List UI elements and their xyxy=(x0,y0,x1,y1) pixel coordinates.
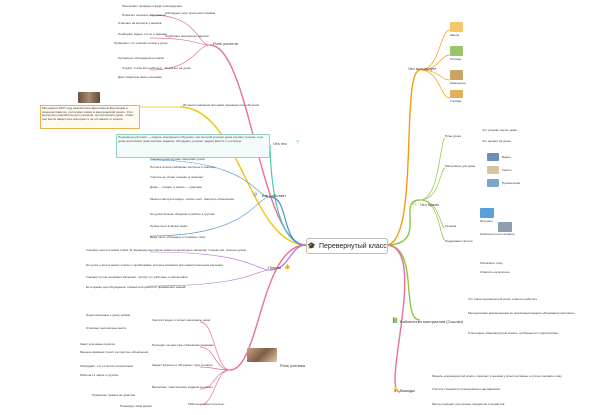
student-item[interactable]: Задаёт вопросы и обсуждает тему в классе xyxy=(152,363,213,367)
branch-how-it-works[interactable]: Как работает xyxy=(262,193,287,198)
teacher-leaf: Следит, чтобы все работали xyxy=(122,66,162,70)
student-leaf: Меньше времени тратит на простые объясне… xyxy=(80,350,149,354)
what-is-text: Перевернутый класс — модель смешанного о… xyxy=(116,134,270,158)
student-item[interactable]: Выполняет практические задания и решает xyxy=(152,385,213,389)
student-leaf: Работает в парах и группах xyxy=(80,373,119,377)
resource-label: Школа xyxy=(450,33,460,37)
requirement-leaf: Что ученики изучат дома xyxy=(482,128,517,132)
teacher-leaf: Подбирает видео, тесты и задания xyxy=(118,32,167,36)
texts-picture xyxy=(487,166,499,174)
resource-label: Учебник xyxy=(450,99,462,103)
branch-library[interactable]: Библиотека материалов (Ссылки) xyxy=(400,319,464,324)
mortarboard-icon: 🎓 xyxy=(307,243,316,250)
how-item: Дома — теория, в школе — практика xyxy=(150,185,202,189)
teacher-item[interactable]: Обсуждает тему простыми словами xyxy=(165,11,216,15)
how-item: Всем легче обсуждать и понимать тему xyxy=(150,235,206,239)
teachers-photo xyxy=(78,92,100,103)
pros-item: Есть время для обсуждения, совместной ра… xyxy=(86,285,187,289)
question-icon: ? xyxy=(296,140,299,146)
checklist-icon: ☑ xyxy=(412,201,417,207)
video-picture xyxy=(487,153,499,161)
student-leaf: Применяет знания на практике xyxy=(92,393,136,397)
pros-item: Ученики лучше понимают материал, потому … xyxy=(86,275,189,279)
teacher-leaf: Отвечает на вопросы учеников xyxy=(118,21,162,25)
pros-item: Ученики учатся в своём темпе. В переверн… xyxy=(86,248,247,252)
gear-icon: ⚙ xyxy=(253,192,258,198)
conclusion-item: Метод подходит для разных предметов и во… xyxy=(432,402,506,406)
branch-resources[interactable]: Что использует xyxy=(408,66,437,71)
how-item: Проще идти в своём темпе xyxy=(150,224,188,228)
student-leaf: Обсуждает, что осталось непонятным xyxy=(80,364,133,368)
student-leaf: Планирует своё время xyxy=(120,404,152,408)
how-item: Потом в классе разбирают вопросы и практ… xyxy=(150,165,216,169)
computer-picture xyxy=(450,70,463,80)
branch-conclusions[interactable]: Выводы xyxy=(400,388,415,393)
teacher-leaf: Даёт обратную связь ученикам xyxy=(118,75,162,79)
requirement-leaf: Тексты xyxy=(502,168,512,172)
history-note: Методика в 2007 году разработана Джоната… xyxy=(40,105,140,129)
teacher-leaf: Проверяет, что ученики готовы к уроку xyxy=(114,41,168,45)
how-item: Учитель не читает лекцию, а помогает xyxy=(150,175,204,179)
student-leaf: Отмечает непонятные места xyxy=(86,326,127,330)
requirement-leaf: Видео xyxy=(502,155,511,159)
branch-teacher-role[interactable]: Роль учителя xyxy=(213,41,238,46)
student-leaf: Знает ключевые понятия xyxy=(80,342,115,346)
student-leaf: Подготовленные к уроку записи xyxy=(86,313,131,317)
branch-what-is[interactable]: Что это xyxy=(273,141,287,146)
students-photo xyxy=(247,348,277,362)
school-picture xyxy=(450,22,463,32)
conclusion-item: Модель «перевернутый класс» помогает уче… xyxy=(432,374,563,378)
requirement-leaf: Объяснить тему xyxy=(480,261,503,265)
how-item: На уроке больше общения и работы в групп… xyxy=(150,212,215,216)
conclusion-item: Учитель становится помощником и наставни… xyxy=(432,387,501,391)
library-link[interactable]: О методике «Перевернутый класс»: особенн… xyxy=(468,331,559,335)
requirement-leaf: Что делают на уроке xyxy=(482,139,511,143)
resource-label: Тетрадь xyxy=(450,57,462,61)
requirement-leaf: Ответить на вопросы xyxy=(480,270,510,274)
how-item: Можно повторить видео, читать текст, смо… xyxy=(150,197,234,201)
teacher-item[interactable]: Помогает на уроке xyxy=(165,66,192,70)
how-item: Ученики дома изучают материал урока xyxy=(150,157,205,161)
student-item[interactable]: Смотрит видео и читает материалы дома xyxy=(152,318,211,322)
thumbs-up-icon: 👍 xyxy=(284,264,291,270)
branch-student-role[interactable]: Роль ученика xyxy=(280,363,305,368)
presentations-picture xyxy=(487,179,499,187)
requirement-leaf: Интернет xyxy=(480,219,494,223)
internet-picture xyxy=(480,208,494,218)
lightbulb-icon: 💡 xyxy=(392,387,399,393)
book-picture xyxy=(450,90,463,98)
requirement-leaf: Презентации xyxy=(502,181,521,185)
notebook-picture xyxy=(450,46,463,56)
computer-phone-picture xyxy=(498,222,512,232)
branch-requirements[interactable]: Что нужно xyxy=(420,202,440,207)
student-item[interactable]: Приходит на урок уже с базовыми знаниями xyxy=(152,343,214,347)
teacher-item[interactable]: Подбирает материалы занятия xyxy=(165,34,209,38)
pros-item: На уроке учитель может помочь с проблема… xyxy=(86,263,224,267)
teacher-leaf: Разъясняет примеры и ведёт рассуждения xyxy=(122,4,182,8)
branch-pros[interactable]: Плюсы xyxy=(268,265,282,270)
requirement-leaf: Компьютер или телефон xyxy=(480,232,515,236)
library-link[interactable]: Методические рекомендации по реализации … xyxy=(468,311,575,315)
requirement-group[interactable]: План урока xyxy=(445,134,461,138)
library-link[interactable]: Что такое перевернутый класс и как его р… xyxy=(468,297,538,301)
resource-label: Компьютер xyxy=(450,81,466,85)
requirement-group[interactable]: Материалы для дома xyxy=(445,164,476,168)
book-icon: 📗 xyxy=(392,318,399,324)
teacher-leaf: Организует обсуждения в классе xyxy=(118,56,165,60)
root-topic[interactable]: 🎓 Перевернутый класс xyxy=(306,238,388,254)
requirement-group[interactable]: Поддержка учителя xyxy=(445,239,473,243)
requirement-group[interactable]: Техника xyxy=(445,224,457,228)
root-label: Перевернутый класс xyxy=(319,242,387,250)
student-item[interactable]: Работает самостоятельно xyxy=(188,402,225,406)
teacher-leaf: Помогает осознать содержание xyxy=(122,13,167,17)
branch-history[interactable]: История появления методики перевернутого… xyxy=(183,103,260,107)
